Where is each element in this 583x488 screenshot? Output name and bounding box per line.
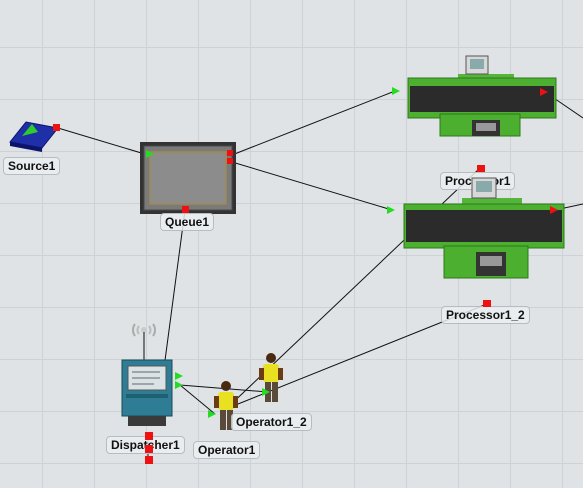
queue-center-port[interactable]	[182, 206, 189, 213]
dispatcher-output-port-2[interactable]	[175, 381, 183, 389]
source-output-port[interactable]	[53, 124, 60, 131]
processor-1-input-port[interactable]	[392, 87, 400, 95]
processor-2-center-port[interactable]	[483, 300, 491, 307]
connection-queue-processor2	[231, 161, 393, 211]
processor-1-machine-icon[interactable]	[400, 52, 560, 144]
operator-1-person-icon[interactable]	[212, 380, 242, 434]
queue-output-port-2[interactable]	[227, 158, 233, 164]
connection-source-queue	[57, 127, 149, 156]
connection-queue-processor1	[231, 90, 396, 156]
operator-1-label: Operator1	[193, 441, 261, 459]
queue-label: Queue1	[160, 213, 215, 231]
queue-input-port[interactable]	[146, 150, 154, 158]
operator-1-input-port[interactable]	[208, 410, 216, 418]
processor-2-output-port[interactable]	[550, 206, 558, 214]
dispatcher-center-port-2[interactable]	[145, 445, 153, 453]
queue-output-port-1[interactable]	[227, 150, 233, 156]
processor-2-machine-icon[interactable]	[398, 172, 570, 282]
dispatcher-output-port-1[interactable]	[175, 372, 183, 380]
operator-2-label: Operator1_2	[231, 413, 312, 431]
processor-1-center-port[interactable]	[477, 165, 485, 172]
dispatcher-tower-icon[interactable]	[118, 322, 180, 438]
dispatcher-center-port-1[interactable]	[145, 432, 153, 440]
queue-platform-icon[interactable]	[138, 140, 238, 216]
processor-1-output-port[interactable]	[540, 88, 548, 96]
connection-dispatcher-operator1	[179, 384, 216, 415]
operator-2-input-port[interactable]	[262, 388, 270, 396]
processor-2-input-port[interactable]	[387, 206, 395, 214]
dispatcher-center-port-3[interactable]	[145, 456, 153, 464]
source-label: Source1	[3, 157, 61, 175]
source-icon[interactable]	[8, 118, 58, 152]
connection-queue-dispatcher	[163, 209, 186, 369]
